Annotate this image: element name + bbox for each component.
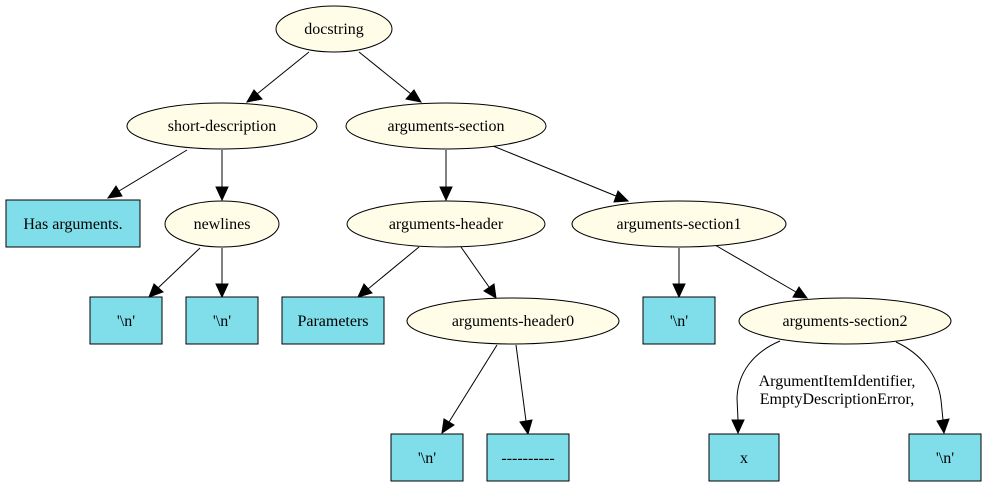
node-has-arguments: Has arguments. bbox=[5, 199, 141, 248]
edge-arguments-section-arguments-header bbox=[439, 150, 453, 202]
edge-short-description-has-arguments bbox=[106, 149, 188, 199]
node-arguments-section: arguments-section bbox=[345, 102, 547, 150]
node-docstring-label: docstring bbox=[304, 21, 364, 38]
edge-label: ArgumentItemIdentifier, EmptyDescription… bbox=[759, 373, 916, 408]
node-arguments-section2: arguments-section2 bbox=[738, 297, 952, 345]
node-header0-nl: '\n' bbox=[390, 433, 464, 482]
node-arguments-header: arguments-header bbox=[346, 200, 546, 248]
node-header0-nl-label: '\n' bbox=[418, 450, 436, 467]
node-arguments-section1-label: arguments-section1 bbox=[616, 216, 741, 233]
node-docstring: docstring bbox=[275, 5, 393, 53]
node-arguments-section1: arguments-section1 bbox=[571, 200, 787, 248]
node-newlines-nl1-label: '\n' bbox=[117, 313, 135, 330]
node-section1-nl-label: '\n' bbox=[670, 313, 688, 330]
node-arguments-header0-label: arguments-header0 bbox=[452, 313, 574, 330]
edge-newlines-nl1 bbox=[148, 247, 201, 298]
node-has-arguments-label: Has arguments. bbox=[23, 216, 122, 233]
edge-label-line1: ArgumentItemIdentifier, bbox=[759, 373, 916, 390]
node-section1-nl: '\n' bbox=[642, 296, 716, 345]
node-newlines-nl1: '\n' bbox=[89, 296, 163, 345]
node-dashes-label: ---------- bbox=[501, 450, 554, 467]
node-arguments-header0: arguments-header0 bbox=[406, 297, 620, 345]
node-dashes: ---------- bbox=[486, 433, 570, 482]
edge-label-line2: EmptyDescriptionError, bbox=[760, 391, 914, 408]
edge-newlines-nl2 bbox=[215, 248, 229, 299]
node-x: x bbox=[708, 433, 780, 482]
node-section2-nl-label: '\n' bbox=[936, 450, 954, 467]
edge-arguments-section-arguments-section1 bbox=[492, 145, 630, 203]
edge-arguments-section2-nl bbox=[895, 341, 950, 435]
node-parameters-label: Parameters bbox=[297, 313, 368, 330]
node-newlines: newlines bbox=[164, 200, 280, 248]
edge-arguments-header0-nl bbox=[441, 344, 498, 435]
node-short-description-label: short-description bbox=[168, 118, 276, 135]
edge-arguments-header0-dashes bbox=[515, 344, 533, 436]
node-parameters: Parameters bbox=[281, 296, 385, 345]
edge-arguments-section1-arguments-section2 bbox=[714, 244, 809, 299]
node-arguments-section2-label: arguments-section2 bbox=[782, 313, 907, 330]
edge-arguments-section1-nl bbox=[672, 248, 686, 299]
edge-arguments-section2-x bbox=[731, 340, 781, 435]
node-newlines-label: newlines bbox=[194, 216, 251, 233]
node-newlines-nl2-label: '\n' bbox=[213, 313, 231, 330]
node-arguments-section-label: arguments-section bbox=[387, 118, 504, 135]
node-arguments-header-label: arguments-header bbox=[389, 216, 504, 233]
edge-arguments-header-arguments-header0 bbox=[460, 246, 497, 299]
edges bbox=[106, 51, 950, 436]
edge-short-description-newlines bbox=[215, 150, 229, 202]
nodes: docstring short-description arguments-se… bbox=[5, 5, 982, 482]
node-short-description: short-description bbox=[126, 102, 318, 150]
edge-arguments-header-parameters bbox=[357, 246, 420, 298]
node-x-label: x bbox=[740, 450, 748, 467]
node-section2-nl: '\n' bbox=[908, 433, 982, 482]
node-newlines-nl2: '\n' bbox=[185, 296, 259, 345]
edge-docstring-arguments-section bbox=[358, 51, 422, 103]
edge-docstring-short-description bbox=[246, 51, 310, 103]
